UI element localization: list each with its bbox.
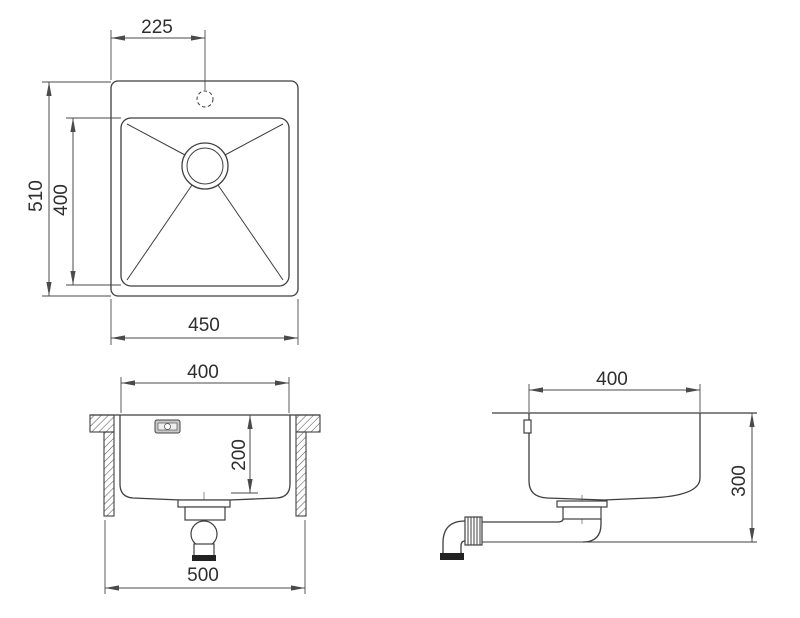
drain-flange xyxy=(177,499,231,508)
bowl-section-outline xyxy=(528,413,701,501)
overflow-outlet xyxy=(523,419,532,434)
dim-label-bowl-depth: 400 xyxy=(51,184,72,216)
cabinet-panel-right xyxy=(295,431,307,517)
side-view: 400 300 xyxy=(440,369,757,560)
dim-label-overall-depth: 510 xyxy=(26,180,47,212)
corrugated-connector xyxy=(464,516,483,546)
pipe-top-edge xyxy=(481,518,564,523)
top-view: 225 510 400 450 xyxy=(26,17,299,345)
overflow-icon xyxy=(154,419,181,434)
dimension-side-bowl-width: 400 xyxy=(528,369,701,412)
dimension-faucet-offset: 225 xyxy=(110,17,206,90)
drain-inner-circle xyxy=(186,147,224,185)
dimension-front-overall-width: 500 xyxy=(104,520,306,594)
bowl-opening xyxy=(120,117,290,287)
bowl-corner-crease xyxy=(126,123,186,156)
drain-assembly-front xyxy=(177,492,231,561)
drain-flange xyxy=(556,500,608,508)
drain-body xyxy=(562,506,602,520)
bowl-corner-crease xyxy=(217,184,284,281)
dim-label-front-overall-width: 500 xyxy=(187,565,219,586)
pipe-cap xyxy=(440,553,464,560)
front-view: 400 200 500 xyxy=(89,362,321,594)
pipe-bend-edge xyxy=(582,519,602,543)
bowl-corner-crease xyxy=(126,184,193,281)
faucet-hole xyxy=(196,90,214,108)
dim-label-side-bowl-width: 400 xyxy=(596,369,628,390)
bowl-section-outline xyxy=(119,415,291,501)
dim-label-faucet-offset: 225 xyxy=(141,17,173,38)
countertop-section-right xyxy=(295,414,321,433)
dimension-install-height: 300 xyxy=(729,413,755,542)
elbow-inner-edge xyxy=(460,540,466,553)
drain-body xyxy=(184,506,226,521)
dim-label-install-height: 300 xyxy=(729,465,750,497)
dim-label-overall-width: 450 xyxy=(188,315,220,336)
dimension-overall-depth: 510 xyxy=(26,81,111,297)
dim-label-front-bowl-width: 400 xyxy=(187,362,219,383)
drain-assembly-side xyxy=(440,495,757,560)
dimension-bowl-height: 200 xyxy=(229,415,258,494)
dimension-overall-width: 450 xyxy=(110,299,299,345)
dimension-front-bowl-width: 400 xyxy=(120,362,290,413)
elbow-outer-edge xyxy=(442,520,466,553)
drain-outer-circle xyxy=(181,142,229,190)
trap-bend xyxy=(190,520,218,548)
bowl-corner-crease xyxy=(224,123,284,156)
sink-outer-rim xyxy=(110,80,299,297)
waste-pipe xyxy=(193,543,215,557)
countertop-section-left xyxy=(89,414,115,433)
dimension-bowl-depth: 400 xyxy=(51,117,121,286)
dim-label-bowl-height: 200 xyxy=(229,439,250,471)
pipe-cap xyxy=(192,555,216,561)
cabinet-panel-left xyxy=(103,431,115,517)
